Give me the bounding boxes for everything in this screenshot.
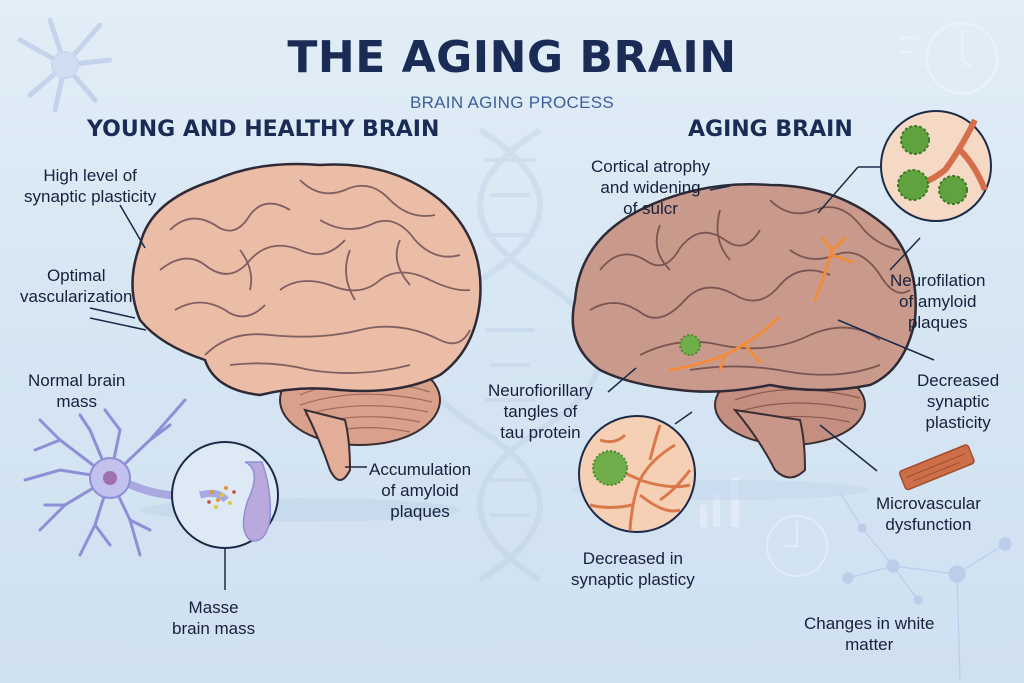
plaque-magnifier [880,110,992,222]
bar-chart-icon [700,478,739,527]
label-decreased-in-synaptic-plasticy: Decreased in synaptic plasticy [571,549,695,589]
label-changes-white-matter: Changes in white matter [804,614,935,654]
label-decreased-synaptic-plasticity: Decreased synaptic plasticity [917,371,1000,432]
label-normal-brain-mass: Normal brain mass [28,371,126,411]
page-subtitle: BRAIN AGING PROCESS [409,93,615,112]
label-high-synaptic-plasticity: High level of synaptic plasticity [24,166,157,206]
label-microvascular-dysfunction: Microvascular dysfunction [876,494,981,534]
label-cortical-atrophy: Cortical atrophy and widening of sulcr [591,157,711,218]
label-optimal-vascularization: Optimal vascularization [20,266,133,306]
label-masse-brain-mass: Masse brain mass [172,598,256,638]
network-icon [839,491,1012,681]
aging-brain-heading: AGING BRAIN [688,117,853,142]
synapse-magnifier [171,441,279,549]
label-neurofibrillary-tangles: Neurofiorillary tangles of tau protein [488,381,593,442]
faint-neuron-icon [17,17,113,113]
young-brain-heading: YOUNG AND HEALTHY BRAIN [87,117,440,142]
label-accumulation-amyloid: Accumulation of amyloid plaques [369,460,472,521]
page-title: THE AGING BRAIN [287,32,737,83]
blood-vessel-segment-icon [898,444,975,491]
vessel-magnifier [578,415,696,533]
vessel-icon [668,236,854,372]
clock-icon [900,21,999,95]
clock-icon-small [766,515,828,577]
label-neurofilation-amyloid: Neurofilation of amyloid plaques [890,271,986,332]
